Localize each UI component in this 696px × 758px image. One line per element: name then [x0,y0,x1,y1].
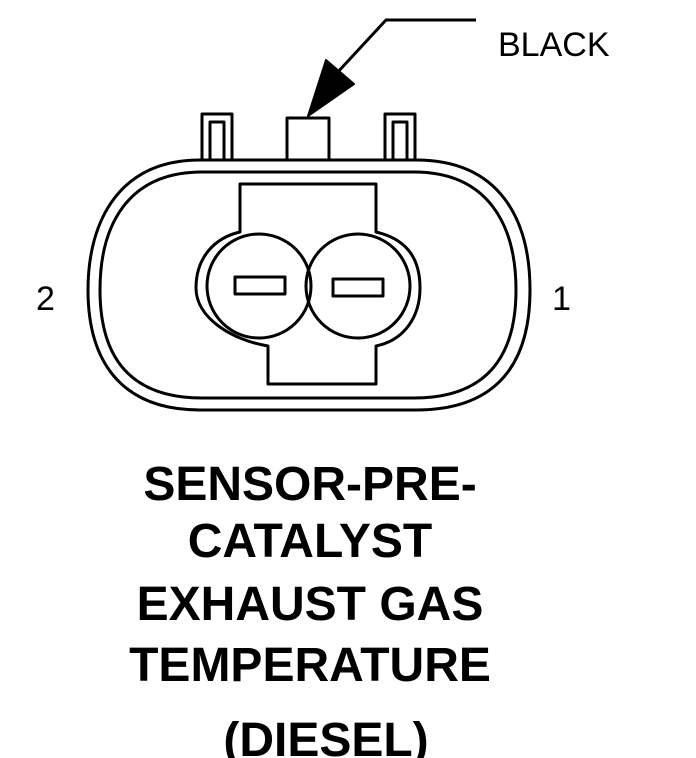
connector-body-inner [98,170,518,400]
wire-color-label: BLACK [498,26,610,64]
callout-arrowhead [307,59,355,117]
center-key-tab [285,116,331,164]
pin-2-label: 2 [36,280,55,318]
callout-leader-line [334,18,476,76]
pin-2-terminal [233,275,287,296]
title-line-2: CATALYST [188,515,432,568]
pin-1-terminal [331,277,385,298]
title-line-5: (DIESEL) [223,714,428,758]
pin-1-cavity [304,232,412,340]
title-line-4: TEMPERATURE [129,639,491,692]
title-line-1: SENSOR-PRE- [143,458,476,511]
title-line-3: EXHAUST GAS [137,578,484,631]
connector-body-outer [86,158,532,412]
connector-tabs [200,112,417,164]
connector-title: SENSOR-PRE- CATALYST EXHAUST GAS TEMPERA… [129,458,491,758]
pin-2-cavity [205,232,313,340]
terminal-housing [194,182,422,386]
pin-1-label: 1 [552,280,571,318]
